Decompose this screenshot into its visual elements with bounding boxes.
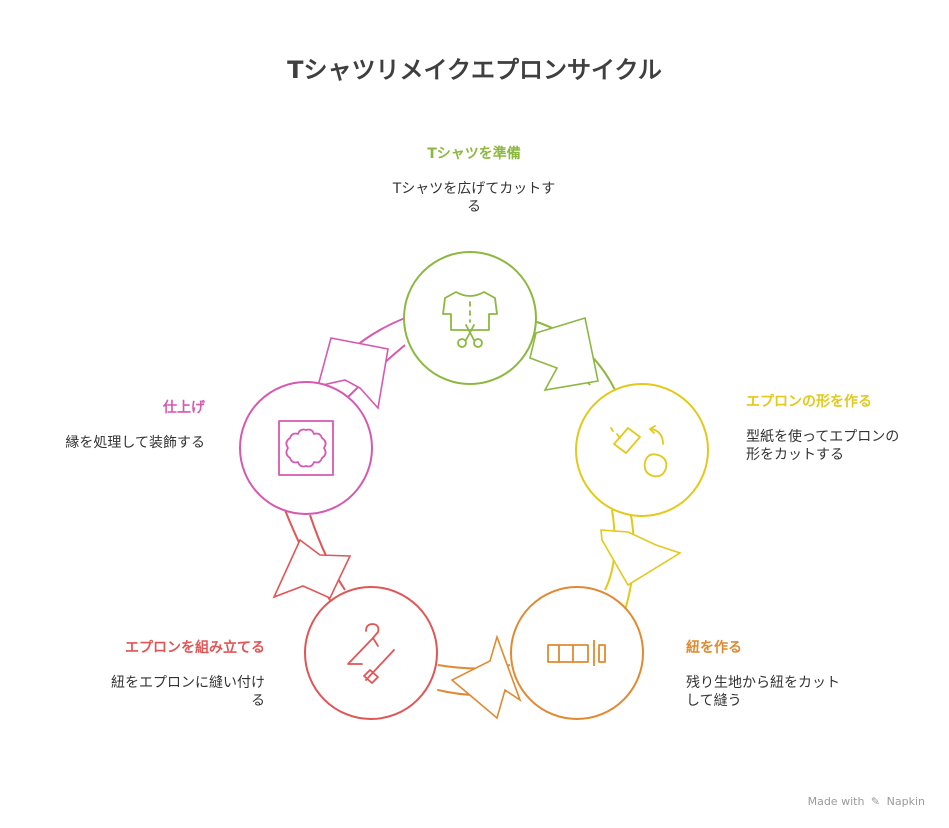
step-5-desc-line-1: 縁を処理して装飾する: [65, 434, 205, 451]
step-4-desc-line-1: 紐をエプロンに縫い付け: [111, 674, 265, 691]
arrow-1-to-2: [529, 316, 599, 392]
tshirt-scissors-icon: [442, 291, 498, 348]
step-4-title: エプロンを組み立てる: [125, 640, 265, 656]
step-3-desc-line-2: して縫う: [686, 692, 742, 709]
step-3-desc: 残り生地から紐をカット して縫う: [686, 674, 861, 710]
step-1-title: Tシャツを準備: [427, 146, 521, 162]
diagram-title: Tシャツリメイクエプロンサイクル: [287, 56, 662, 84]
step-1-label: Tシャツを準備 Tシャツを広げてカットす る: [374, 146, 574, 216]
fabric-strip-icon: [547, 640, 606, 666]
arrow-3-to-4: [450, 634, 522, 720]
step-3-desc-line-1: 残り生地から紐をカット: [686, 674, 840, 691]
step-5-title: 仕上げ: [163, 400, 205, 416]
step-2-desc: 型紙を使ってエプロンの 形をカットする: [746, 428, 921, 464]
hanger-needle-icon: [347, 623, 395, 684]
step-1-desc-line-1: Tシャツを広げてカットす: [392, 180, 556, 197]
step-1-desc: Tシャツを広げてカットす る: [374, 180, 574, 216]
arrow-4-to-5: [272, 538, 352, 600]
step-1-desc-line-2: る: [467, 198, 481, 215]
step-2-title: エプロンの形を作る: [746, 394, 872, 410]
napkin-watermark: Made with ✎ Napkin: [808, 795, 925, 808]
step-2-desc-line-1: 型紙を使ってエプロンの: [746, 428, 900, 445]
step-2-label: エプロンの形を作る 型紙を使ってエプロンの 形をカットする: [746, 394, 921, 464]
step-1-circle: [403, 251, 537, 385]
lace-frame-icon: [278, 420, 334, 476]
step-3-label: 紐を作る 残り生地から紐をカット して縫う: [686, 640, 861, 710]
step-3-title: 紐を作る: [686, 640, 742, 656]
step-2-desc-line-2: 形をカットする: [746, 446, 844, 463]
step-2-circle: [575, 383, 709, 517]
step-4-desc-line-2: る: [251, 692, 265, 709]
step-5-label: 仕上げ 縁を処理して装飾する: [30, 400, 205, 452]
napkin-logo-icon: ✎: [870, 795, 881, 808]
step-5-desc: 縁を処理して装飾する: [30, 434, 205, 452]
watermark-brand: Napkin: [886, 795, 925, 808]
arrow-2-to-3: [600, 529, 682, 587]
step-4-label: エプロンを組み立てる 紐をエプロンに縫い付け る: [80, 640, 265, 710]
cutter-shape-icon: [610, 425, 668, 478]
step-4-circle: [304, 586, 438, 720]
step-4-desc: 紐をエプロンに縫い付け る: [80, 674, 265, 710]
step-5-circle: [239, 381, 373, 515]
step-3-circle: [510, 586, 644, 720]
watermark-made-with: Made with: [807, 795, 865, 808]
